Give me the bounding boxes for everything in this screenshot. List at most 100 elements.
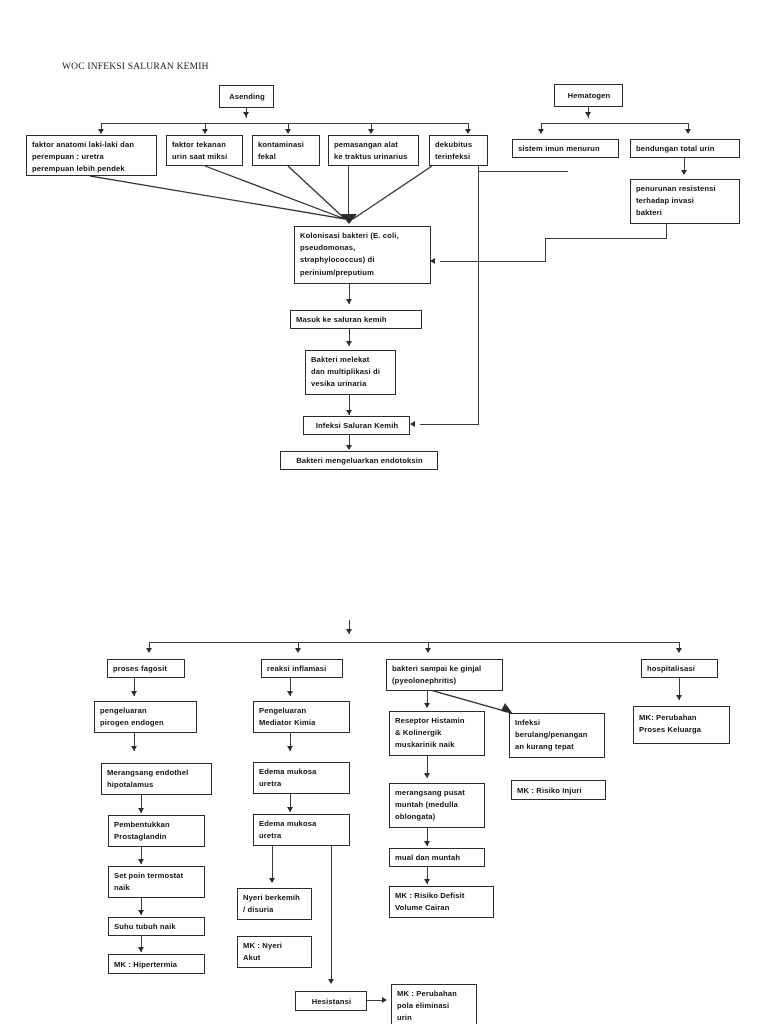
arrow-drop-2 xyxy=(202,129,208,134)
connector-c1-5 xyxy=(141,898,143,915)
node-endotoksin[interactable]: Bakteri mengeluarkan endotoksin xyxy=(280,451,438,470)
connector-c3-4 xyxy=(427,867,429,884)
connector-c2-4 xyxy=(272,846,274,882)
connector-mid-stem xyxy=(349,620,351,634)
connector-drop-5 xyxy=(468,123,470,132)
node-mk-nyeri-akut[interactable]: MK : Nyeri Akut xyxy=(237,936,312,968)
arrow-masuk-down xyxy=(346,341,352,346)
arrow-c2-5 xyxy=(328,979,334,984)
node-asending[interactable]: Asending xyxy=(219,85,274,108)
node-faktor-tekanan[interactable]: faktor tekanan urin saat miksi xyxy=(166,135,243,166)
node-reseptor-histamin[interactable]: Reseptor Histamin & Kolinergik muskarini… xyxy=(389,711,485,756)
connector-bendungan-down xyxy=(684,158,686,174)
arrow-bdrop-3 xyxy=(425,648,431,653)
arrow-c2-2 xyxy=(287,746,293,751)
node-set-poin-termostat[interactable]: Set poin termostat naik xyxy=(108,866,205,898)
connector-bdrop-3 xyxy=(428,642,430,651)
connector-resist-v1 xyxy=(666,224,668,238)
connector-c2-1 xyxy=(290,678,292,696)
connector-asending-bar xyxy=(101,123,468,125)
arrow-c2-4 xyxy=(269,878,275,883)
node-hematogen[interactable]: Hematogen xyxy=(554,84,623,107)
connector-resist-h2 xyxy=(440,261,546,263)
arrow-c3-3 xyxy=(424,841,430,846)
node-pembentukkan-prostaglandin[interactable]: Pembentukkan Prostaglandin xyxy=(108,815,205,847)
node-mk-hipertermia[interactable]: MK : Hipertermia xyxy=(108,954,205,974)
arrow-drop-5 xyxy=(465,129,471,134)
connector-c1-2 xyxy=(134,733,136,751)
connector-drop-4 xyxy=(371,123,373,132)
node-infeksi-saluran-kemih[interactable]: Infeksi Saluran Kemih xyxy=(303,416,410,435)
connector-c2-5 xyxy=(331,846,333,983)
connector-imun-h1 xyxy=(478,171,568,173)
node-bendungan[interactable]: bendungan total urin xyxy=(630,139,740,158)
node-edema-mukosa-2[interactable]: Edema mukosa uretra xyxy=(253,814,350,846)
node-bakteri-ginjal[interactable]: bakteri sampai ke ginjal (pyeolonephriti… xyxy=(386,659,503,691)
arrow-bendungan-down xyxy=(681,170,687,175)
node-infeksi-berulang[interactable]: Infeksi berulang/penangan an kurang tepa… xyxy=(509,713,605,758)
node-mual-muntah[interactable]: mual dan muntah xyxy=(389,848,485,867)
arrow-c4-1 xyxy=(676,695,682,700)
node-edema-mukosa-1[interactable]: Edema mukosa uretra xyxy=(253,762,350,794)
node-hesistansi[interactable]: Hesistansi xyxy=(295,991,367,1011)
connector-drop-2 xyxy=(205,123,207,132)
node-reaksi-inflamasi[interactable]: reaksi inflamasi xyxy=(261,659,343,678)
node-kolonisasi[interactable]: Kolonisasi bakteri (E. coli, pseudomonas… xyxy=(294,226,431,284)
node-masuk-saluran[interactable]: Masuk ke saluran kemih xyxy=(290,310,422,329)
node-mk-risiko-injuri[interactable]: MK : Risiko Injuri xyxy=(511,780,606,800)
node-penurunan-resistensi[interactable]: penurunan resistensi terhadap invasi bak… xyxy=(630,179,740,224)
connector-c3-3 xyxy=(427,828,429,846)
arrow-c1-6 xyxy=(138,947,144,952)
connector-imun-h2 xyxy=(420,424,479,426)
arrow-drop-4 xyxy=(368,129,374,134)
node-pemasangan-alat[interactable]: pemasangan alat ke traktus urinarius xyxy=(328,135,419,166)
node-merangsang-pusat-muntah[interactable]: merangsang pusat muntah (medulla oblonga… xyxy=(389,783,485,828)
node-faktor-anatomi[interactable]: faktor anatomi laki-laki dan perempuan :… xyxy=(26,135,157,176)
node-merangsang-endothel[interactable]: Merangsang endothel hipotalamus xyxy=(101,763,212,795)
arrow-bdrop-2 xyxy=(295,648,301,653)
arrow-c1-4 xyxy=(138,859,144,864)
connector-c2-2 xyxy=(290,733,292,751)
connector-bottom-bar xyxy=(149,642,679,644)
node-proses-fagosit[interactable]: proses fagosit xyxy=(107,659,185,678)
arrow-into-isk xyxy=(410,421,415,427)
node-suhu-tubuh-naik[interactable]: Suhu tubuh naik xyxy=(108,917,205,936)
arrow-hema-drop-2 xyxy=(685,129,691,134)
connector-imun-v2 xyxy=(478,171,480,424)
connector-c3-2 xyxy=(427,756,429,778)
node-mk-perubahan-eliminasi[interactable]: MK : Perubahan pola eliminasi urin xyxy=(391,984,477,1024)
connector-kolonisasi-down xyxy=(349,284,351,304)
connector-bdrop-1 xyxy=(149,642,151,651)
node-sistem-imun[interactable]: sistem imun menurun xyxy=(512,139,619,158)
node-bakteri-melekat[interactable]: Bakteri melekat dan multiplikasi di vesi… xyxy=(305,350,396,395)
node-hospitalisasi[interactable]: hospitalisasi xyxy=(641,659,718,678)
arrow-c2-3 xyxy=(287,807,293,812)
page-title: WOC INFEKSI SALURAN KEMIH xyxy=(62,62,209,72)
arrow-bdrop-1 xyxy=(146,648,152,653)
connector-c1-6 xyxy=(141,936,143,952)
node-pengeluaran-pirogen[interactable]: pengeluaran pirogen endogen xyxy=(94,701,197,733)
node-kontaminasi[interactable]: kontaminasi fekal xyxy=(252,135,320,166)
connector-c4-1 xyxy=(679,678,681,700)
connector-drop-3 xyxy=(288,123,290,132)
arrow-drop-3 xyxy=(285,129,291,134)
node-nyeri-berkemih[interactable]: Nyeri berkemih / disuria xyxy=(237,888,312,920)
connector-c1-1 xyxy=(134,678,136,696)
arrow-c2-1 xyxy=(287,691,293,696)
arrow-asending-stem xyxy=(243,112,249,117)
connector-hema-drop-1 xyxy=(541,123,543,132)
connector-c1-3 xyxy=(141,795,143,813)
connector-isk-down xyxy=(349,435,351,449)
node-mk-risiko-defisit[interactable]: MK : Risiko Defisit Volume Cairan xyxy=(389,886,494,918)
connector-masuk-down xyxy=(349,329,351,346)
connector-hesistansi-right xyxy=(367,1000,384,1002)
node-pengeluaran-mediator[interactable]: Pengeluaran Mediator Kimia xyxy=(253,701,350,733)
connector-hematogen-bar xyxy=(541,123,689,125)
connector-hema-drop-2 xyxy=(688,123,690,132)
node-dekubitus[interactable]: dekubitus terinfeksi xyxy=(429,135,488,166)
arrow-c1-2 xyxy=(131,746,137,751)
arrow-hematogen-stem xyxy=(585,112,591,117)
arrow-drop-1 xyxy=(98,129,104,134)
node-mk-perubahan-keluarga[interactable]: MK: Perubahan Proses Keluarga xyxy=(633,706,730,744)
arrow-into-kolonisasi xyxy=(430,258,435,264)
